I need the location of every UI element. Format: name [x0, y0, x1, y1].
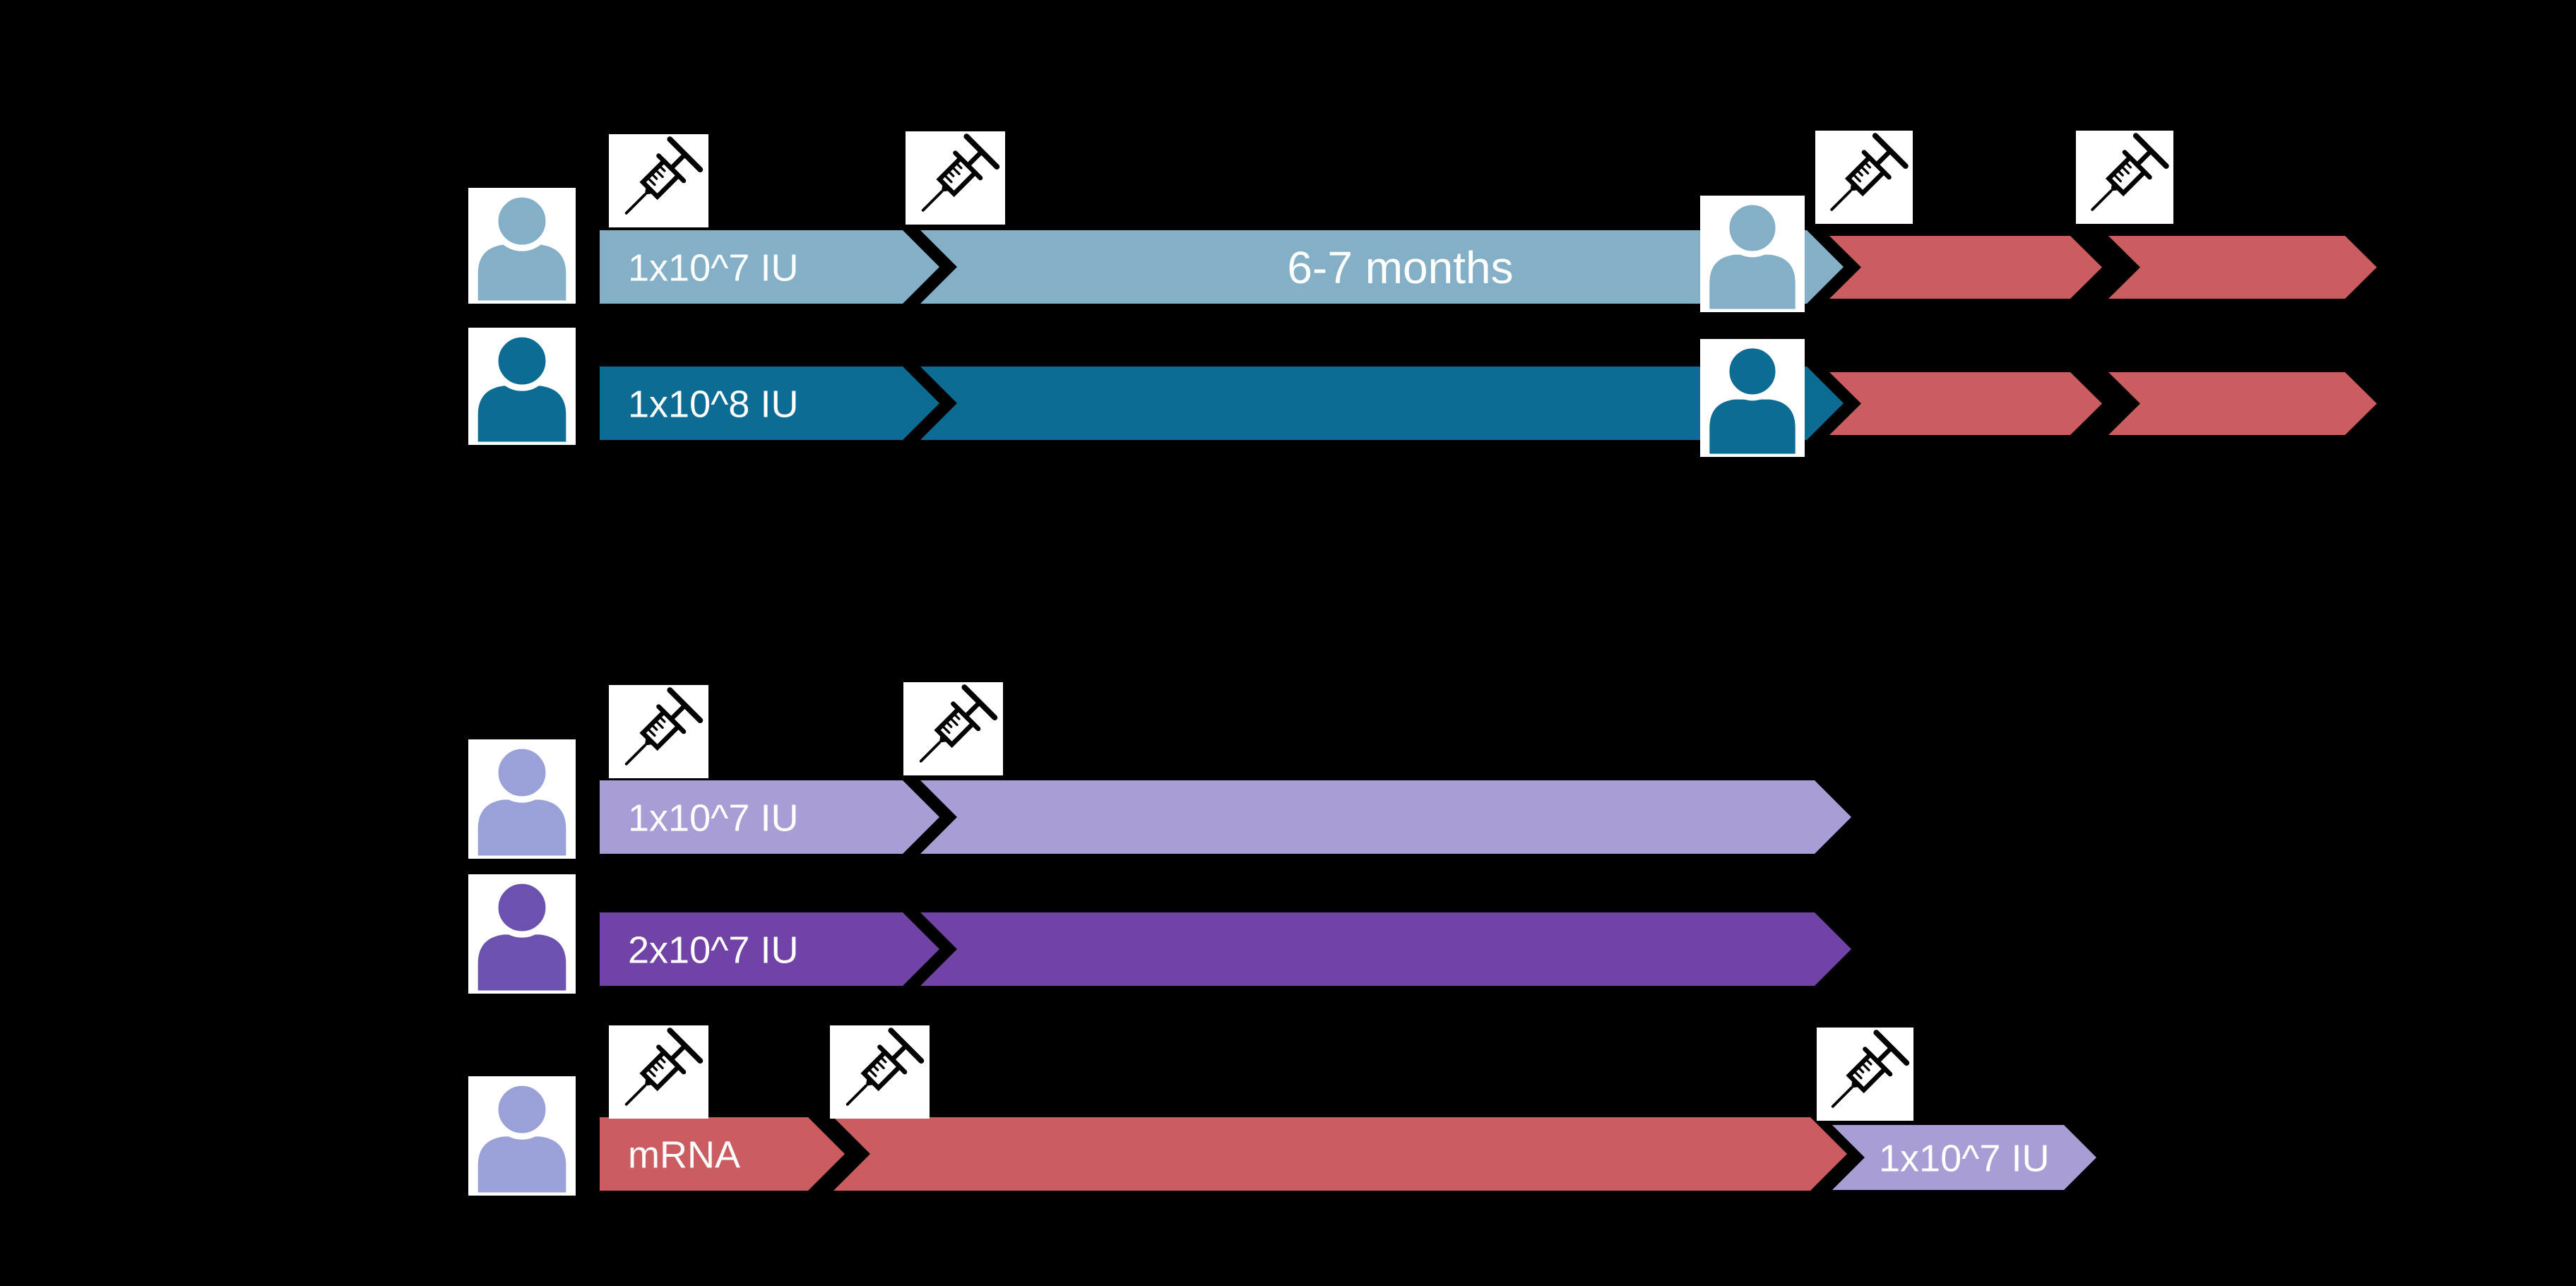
- interval-arrow-group1-high: [920, 367, 1844, 440]
- dose-arrow-group2-high: 2x10^7 IU: [600, 912, 939, 986]
- dose-arrow-group1-high-shape: [600, 367, 939, 440]
- participant-icon-group1-low-prime: [468, 188, 576, 304]
- person-head: [492, 1079, 552, 1140]
- dose-arrow-group2-low-label: 1x10^7 IU: [628, 797, 798, 839]
- person-head: [492, 331, 552, 391]
- syringe-glyph: [2091, 133, 2169, 211]
- dose-arrow-group2-low: 1x10^7 IU: [600, 780, 939, 854]
- person-head: [492, 742, 552, 803]
- syringe-icon-group2-dose1: [609, 685, 708, 778]
- person-body: [1709, 399, 1796, 454]
- syringe-icon-group1-boost2: [2076, 131, 2173, 224]
- syringe-glyph: [624, 136, 704, 215]
- syringe-icon-group3-dose1: [609, 1025, 708, 1119]
- syringe-card: [1817, 1028, 1913, 1121]
- syringe-glyph: [1831, 1030, 1910, 1108]
- boost-arrow-group1-high-a-shape: [1829, 372, 2102, 435]
- interval-arrow-group2-high-shape: [920, 912, 1851, 986]
- syringe-icon-group1-boost1: [1815, 131, 1913, 224]
- syringe-card: [609, 685, 708, 778]
- syringe-icon-group1-dose2: [906, 131, 1005, 225]
- syringe-card: [830, 1025, 930, 1119]
- boost-arrow-group1-high-b: [2108, 372, 2377, 435]
- boost-arrow-group3: 1x10^7 IU: [1832, 1125, 2096, 1190]
- boost-arrow-group1-b-shape: [2108, 236, 2377, 299]
- boost-arrow-group3-label: 1x10^7 IU: [1879, 1137, 2049, 1179]
- person-body: [477, 799, 566, 856]
- person-body: [477, 244, 566, 301]
- boost-arrow-group1-high-a: [1829, 372, 2102, 435]
- syringe-glyph: [1830, 133, 1909, 211]
- dose-arrow-group1-high: 1x10^8 IU: [600, 367, 939, 440]
- syringe-glyph: [845, 1028, 925, 1106]
- participant-icon-group1-low-boost: [1700, 196, 1805, 312]
- syringe-icon-group3-boost: [1817, 1028, 1913, 1121]
- dose-arrow-group3-mrna: mRNA: [600, 1117, 845, 1191]
- dose-arrow-group1-low-shape: [600, 230, 939, 304]
- dose-arrow-group3-mrna-shape: [600, 1117, 845, 1191]
- person-body: [477, 386, 566, 442]
- participant-icon-group2-low: [468, 739, 576, 859]
- boost-arrow-group1-high-b-shape: [2108, 372, 2377, 435]
- interval-arrow-group2-high: [920, 912, 1851, 986]
- dose-arrow-group2-high-label: 2x10^7 IU: [628, 929, 798, 971]
- interval-arrow-group3: [833, 1117, 1847, 1191]
- person-head: [492, 191, 552, 251]
- interval-arrow-group1: 6-7 months: [920, 230, 1844, 304]
- person-body: [1709, 254, 1796, 309]
- syringe-icon-group2-dose2: [903, 682, 1003, 775]
- dose-arrow-group2-low-shape: [600, 780, 939, 854]
- person-head: [492, 877, 552, 938]
- syringe-card: [1815, 131, 1913, 224]
- participant-icon-group1-high-boost: [1700, 339, 1805, 457]
- dose-arrow-group2-high-shape: [600, 912, 939, 986]
- syringe-card: [2076, 131, 2173, 224]
- dose-arrow-group3-mrna-label: mRNA: [628, 1133, 740, 1176]
- dose-arrow-group1-low-label: 1x10^7 IU: [628, 246, 798, 289]
- syringe-card: [906, 131, 1005, 225]
- syringe-glyph: [921, 133, 1000, 212]
- person-head: [1723, 198, 1782, 258]
- dose-arrow-group1-high-label: 1x10^8 IU: [628, 383, 798, 425]
- interval-arrow-group3-shape: [833, 1117, 1847, 1191]
- boost-arrow-group1-b: [2108, 236, 2377, 299]
- syringe-glyph: [624, 687, 704, 766]
- syringe-card: [609, 1025, 708, 1119]
- interval-arrow-group1-shape: [920, 230, 1844, 304]
- interval-arrow-group2-low: [920, 780, 1851, 854]
- syringe-icon-group3-dose2: [830, 1025, 930, 1119]
- boost-arrow-group1-a: [1829, 236, 2102, 299]
- syringe-card: [903, 682, 1003, 775]
- participant-icon-group3: [468, 1076, 576, 1196]
- participant-icon-group1-high-prime: [468, 328, 576, 445]
- interval-arrow-group1-label: 6-7 months: [1287, 242, 1513, 293]
- person-body: [477, 1136, 566, 1193]
- dose-arrow-group1-low: 1x10^7 IU: [600, 230, 939, 304]
- participant-icon-group2-high: [468, 874, 576, 994]
- boost-arrow-group1-a-shape: [1829, 236, 2102, 299]
- syringe-card: [609, 134, 708, 227]
- boost-arrow-group3-shape: [1832, 1125, 2096, 1190]
- syringe-glyph: [919, 684, 998, 763]
- syringe-icon-group1-dose1: [609, 134, 708, 227]
- interval-arrow-group2-low-shape: [920, 780, 1851, 854]
- person-head: [1723, 342, 1782, 401]
- person-body: [477, 934, 566, 991]
- interval-arrow-group1-high-shape: [920, 367, 1844, 440]
- syringe-glyph: [624, 1028, 704, 1106]
